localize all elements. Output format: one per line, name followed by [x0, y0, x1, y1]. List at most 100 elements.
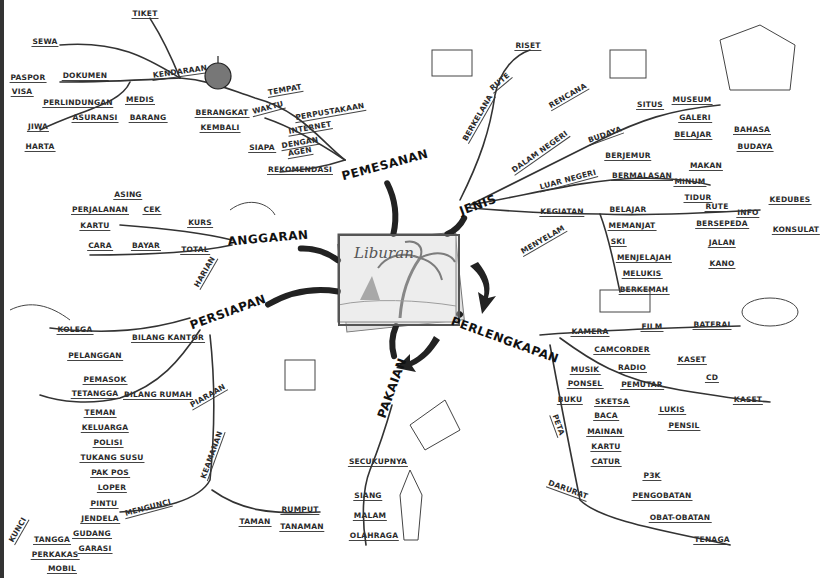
branch-word: KURS: [187, 218, 213, 228]
branch-word: BAYAR: [131, 241, 161, 251]
main-branch: ANGGARAN: [227, 228, 309, 249]
branch-word: P3K: [642, 471, 661, 481]
branch-word: GUDANG: [72, 529, 112, 539]
main-branch: PERLENGKAPAN: [449, 314, 561, 366]
main-branch: PERSIAPAN: [188, 292, 268, 333]
branch-word: BAHASA: [733, 125, 771, 135]
pet-sketch: [285, 360, 315, 390]
branch-word: KELUARGA: [81, 423, 129, 433]
branch-word: MAKAN: [689, 161, 723, 171]
branch-word: PERLINDUNGAN: [42, 98, 113, 108]
branch-line: [180, 78, 345, 160]
branch-word: BARANG: [129, 113, 168, 123]
branch-word: BATERAI: [693, 320, 732, 330]
main-branch-line: [268, 290, 338, 305]
branch-line: [120, 225, 232, 240]
branch-word: PERKAKAS: [31, 550, 80, 560]
branch-word: RADIO: [617, 363, 647, 373]
postcard-picture: [338, 232, 465, 332]
globe-sketch: [205, 56, 231, 89]
branch-word: GARASI: [78, 544, 113, 554]
branch-word: JENDELA: [80, 514, 120, 524]
branch-line: [470, 105, 720, 205]
branch-word: POLISI: [93, 438, 124, 448]
edge-bar: [0, 0, 4, 578]
branch-line: [265, 118, 345, 160]
branch-word: KARTU: [79, 221, 110, 231]
branch-line: [150, 18, 180, 78]
branch-word: OBAT-OBATAN: [649, 513, 712, 523]
branch-word: CARA: [87, 241, 113, 251]
branch-word: MEDIS: [125, 95, 155, 105]
branch-line: [40, 82, 130, 130]
branch-word: BILANG RUMAH: [123, 390, 193, 400]
branch-word: BUDAYA: [737, 142, 774, 152]
branch-word: OLAHRAGA: [349, 531, 399, 541]
branch-word: KANO: [708, 259, 735, 269]
branch-word: PAK POS: [90, 468, 130, 478]
branch-text: JENIS: [458, 192, 499, 218]
branch-text: PERSIAPAN: [188, 292, 268, 333]
branch-word: MELUKIS: [622, 269, 663, 279]
branch-word: PIARAAN: [188, 381, 229, 410]
branch-word: BERJEMUR: [604, 151, 651, 161]
branch-word: MOBIL: [47, 564, 77, 574]
laptop-sketch: [432, 50, 472, 76]
hand-sketch: [10, 305, 70, 320]
branch-word: LUAR NEGERI: [538, 167, 599, 192]
branch-word: MALAM: [353, 511, 387, 521]
branch-word: BUDAYA: [586, 124, 624, 146]
branch-word: RENCANA: [546, 81, 589, 112]
branch-word: MUSEUM: [672, 95, 713, 105]
branch-text: PAKAIAN: [375, 356, 410, 420]
picture-title: Liburan: [354, 244, 414, 262]
branch-word: TANGGA: [33, 535, 71, 545]
branch-word: CATUR: [591, 457, 622, 467]
hand-sketch: [230, 202, 275, 215]
branch-word: SKI: [610, 237, 627, 247]
picture-sketches: [10, 25, 798, 540]
house-sketch: [720, 25, 795, 90]
branch-word: LOPER: [97, 483, 127, 493]
branch-word: MAINAN: [586, 427, 624, 437]
branch-line: [550, 345, 730, 545]
branch-word: KONSULAT: [772, 225, 820, 235]
branch-word: HARTA: [25, 142, 56, 152]
branch-word: TEMAN: [84, 408, 117, 418]
branch-word: DARURAT: [546, 478, 590, 502]
branch-word: MEMANJAT: [608, 221, 657, 231]
clothes-sketch: [410, 400, 460, 450]
branch-word: SITUS: [636, 100, 664, 110]
branch-word: TETANGGA: [71, 389, 120, 399]
branch-word: LUKIS: [658, 405, 686, 415]
main-branch-line: [301, 248, 338, 260]
branch-word: SECUKUPNYA: [348, 457, 408, 467]
branch-line: [363, 405, 392, 545]
branch-word: RUTE: [705, 202, 730, 212]
branch-word: TIKET: [132, 9, 159, 19]
branch-word: CD: [705, 373, 719, 383]
main-branch-line: [387, 183, 395, 234]
branch-word: PELANGGAN: [67, 351, 123, 361]
branch-word: RISET: [514, 41, 541, 51]
branch-word: TAMAN: [239, 517, 272, 527]
kayak-sketch: [742, 298, 798, 326]
branch-word: PENGOBATAN: [632, 491, 693, 501]
branch-word: KUNCI: [6, 515, 29, 545]
branch-word: TUKANG SUSU: [79, 453, 144, 463]
branch-word: TEMPAT: [266, 82, 303, 98]
branch-word: GALERI: [678, 113, 712, 123]
main-branch-line: [392, 326, 396, 356]
branch-line: [460, 50, 530, 200]
easel-sketch: [610, 50, 646, 78]
branch-word: MUSIK: [570, 365, 601, 375]
person-sketch: [400, 470, 422, 540]
branch-word: SKETSA: [594, 397, 630, 407]
branch-text: ANGGARAN: [227, 228, 309, 249]
branch-word: CAMCORDER: [593, 345, 650, 355]
branch-word: CEK: [142, 205, 161, 215]
branch-line: [120, 335, 214, 512]
branch-word: SIAPA: [248, 143, 276, 153]
branch-word: SEWA: [31, 37, 58, 47]
branch-word: BERANGKAT: [195, 108, 250, 118]
